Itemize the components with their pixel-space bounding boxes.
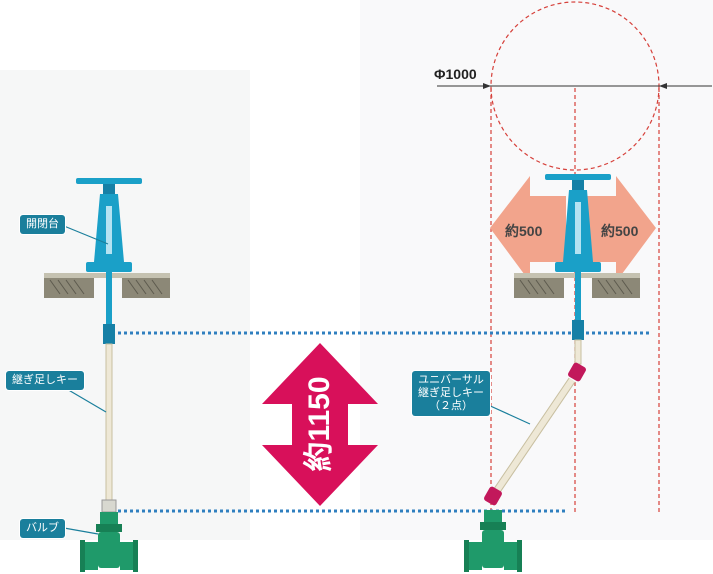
right-assembly: [464, 174, 656, 572]
background-wash: [0, 70, 250, 540]
label-universal-line3: （２点）: [429, 400, 473, 412]
universal-joint-bottom: [484, 486, 502, 506]
stem-shaft-right: [575, 272, 581, 320]
handle-stand-left: [76, 178, 142, 272]
label-universal-extension-key: ユニバーサル 継ぎ足しキー （２点）: [412, 371, 490, 416]
extension-key-left: [105, 343, 113, 505]
ground-block-right-right: [592, 276, 640, 298]
diameter-arrowhead-right: [659, 83, 667, 89]
leader-valve: [63, 527, 99, 535]
height-label: 約1150: [303, 376, 336, 472]
label-universal-line1: ユニバーサル: [418, 374, 484, 386]
label-universal-line2: 継ぎ足しキー: [418, 387, 484, 399]
label-valve: バルブ: [20, 519, 65, 538]
height-double-arrow: [262, 343, 378, 506]
universal-joint-top: [568, 362, 586, 382]
label-handle-stand: 開閉台: [20, 215, 65, 234]
offset-arrow-left: [490, 176, 566, 282]
diameter-label: Φ1000: [434, 66, 477, 82]
ground-block-left: [44, 276, 94, 298]
background-wash: [360, 0, 713, 540]
stem-coupling-left: [103, 324, 115, 344]
offset-left-label: 約500: [505, 223, 543, 239]
leader-universal-key: [485, 403, 531, 425]
leader-handle-stand: [63, 225, 109, 245]
ground-block-right: [122, 276, 170, 298]
offset-right-label: 約500: [601, 223, 639, 239]
ground-block-right-left: [514, 276, 564, 298]
valve-left: [80, 512, 138, 572]
diameter-arrowhead-left: [483, 83, 491, 89]
diagonal-extension-key: [493, 378, 575, 494]
label-extension-key: 継ぎ足しキー: [6, 371, 84, 390]
stem-coupling-right: [572, 320, 584, 340]
valve-right: [464, 510, 522, 572]
left-assembly: [44, 178, 170, 572]
short-extension-right: [574, 339, 582, 365]
stem-shaft-left: [106, 272, 112, 324]
handle-stand-right: [545, 174, 611, 272]
coupling-bottom-left: [101, 499, 117, 513]
offset-arrow-right: [584, 176, 656, 282]
